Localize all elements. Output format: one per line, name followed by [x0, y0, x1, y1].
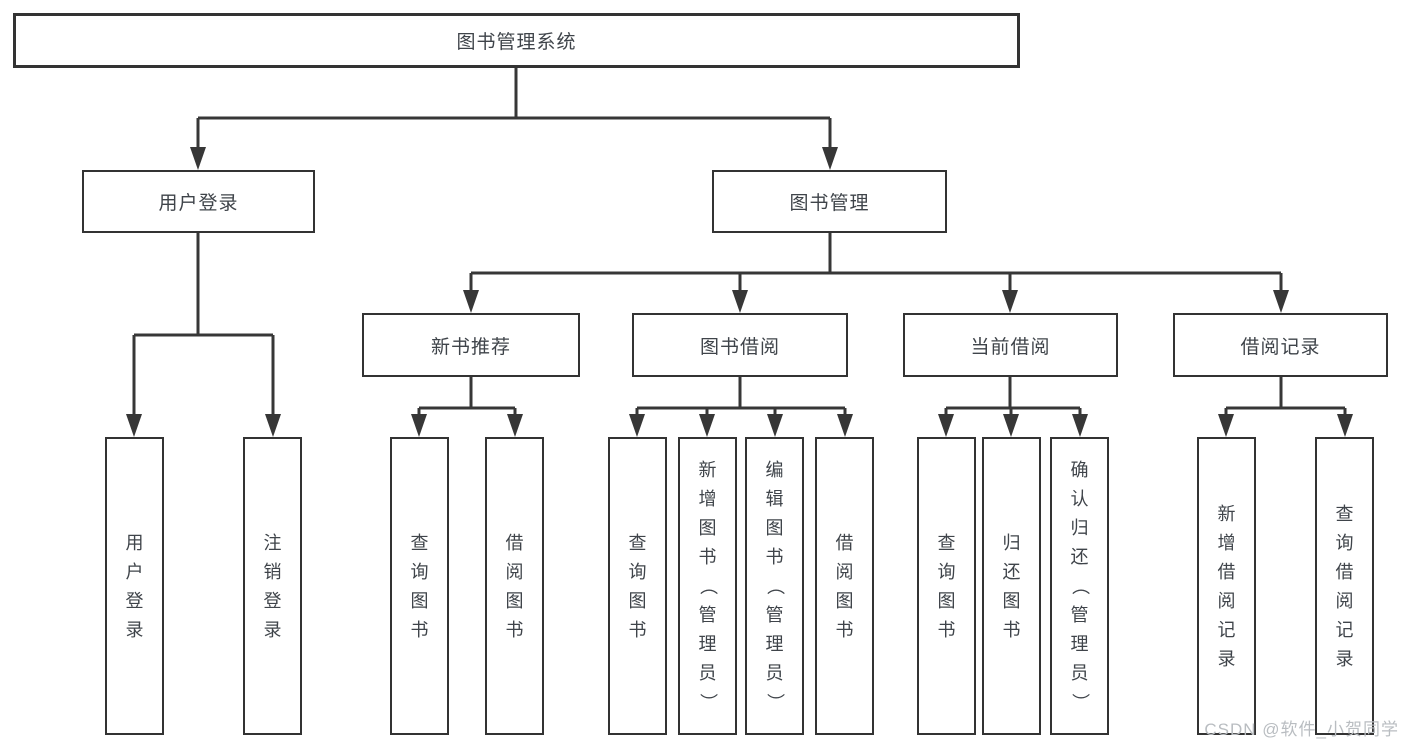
leaf-borrow-query-books: 查询图书 — [608, 437, 667, 735]
leaf-records-add-record: 新增借阅记录 — [1197, 437, 1256, 735]
leaf-borrow-borrow-books: 借阅图书 — [815, 437, 874, 735]
node-book-borrow-label: 图书借阅 — [699, 336, 780, 358]
leaf-logout-label: 注销登录 — [263, 532, 282, 640]
leaf-user-login: 用户登录 — [105, 437, 164, 735]
csdn-watermark: CSDN @软件_小贺同学 — [1204, 720, 1399, 739]
leaf-borrow-borrow-books-label: 借阅图书 — [835, 532, 854, 640]
leaf-current-return-books-label: 归还图书 — [1002, 532, 1021, 640]
leaf-current-confirm-return-admin: 确认归还（管理员） — [1050, 437, 1109, 735]
node-root-system: 图书管理系统 — [13, 13, 1020, 68]
leaf-borrow-add-books-admin: 新增图书（管理员） — [678, 437, 737, 735]
leaf-borrow-edit-books-admin-label: 编辑图书（管理员） — [764, 460, 785, 711]
node-user-login: 用户登录 — [82, 170, 315, 233]
leaf-records-query-record: 查询借阅记录 — [1315, 437, 1374, 735]
leaf-user-login-label: 用户登录 — [125, 532, 144, 640]
leaf-borrow-edit-books-admin: 编辑图书（管理员） — [745, 437, 804, 735]
node-borrow-records: 借阅记录 — [1173, 313, 1388, 377]
leaf-borrow-query-books-label: 查询图书 — [628, 532, 647, 640]
leaf-current-return-books: 归还图书 — [982, 437, 1041, 735]
node-user-login-label: 用户登录 — [158, 193, 239, 214]
connector-book-borrow-to-leaves — [629, 377, 853, 437]
connector-current-borrow-to-leaves — [938, 377, 1088, 437]
leaf-recommend-query-books: 查询图书 — [390, 437, 449, 735]
node-borrow-records-label: 借阅记录 — [1240, 336, 1321, 358]
connector-new-book-recommend-to-leaves — [411, 377, 523, 437]
leaf-current-query-books: 查询图书 — [917, 437, 976, 735]
node-book-management-label: 图书管理 — [789, 193, 870, 214]
node-new-book-recommend-label: 新书推荐 — [430, 336, 511, 358]
leaf-recommend-query-books-label: 查询图书 — [410, 532, 429, 640]
leaf-records-query-record-label: 查询借阅记录 — [1335, 503, 1354, 669]
connector-book-management-to-level3 — [463, 233, 1289, 313]
connector-user-login-to-leaves — [126, 233, 281, 437]
node-book-management: 图书管理 — [712, 170, 947, 233]
node-current-borrow-label: 当前借阅 — [970, 336, 1051, 358]
leaf-current-confirm-return-admin-label: 确认归还（管理员） — [1069, 460, 1090, 711]
leaf-borrow-add-books-admin-label: 新增图书（管理员） — [697, 460, 718, 711]
connector-root-to-level2 — [190, 68, 838, 170]
leaf-logout: 注销登录 — [243, 437, 302, 735]
node-root-label: 图书管理系统 — [456, 32, 577, 53]
leaf-records-add-record-label: 新增借阅记录 — [1217, 503, 1236, 669]
node-book-borrow: 图书借阅 — [632, 313, 848, 377]
leaf-recommend-borrow-books-label: 借阅图书 — [505, 532, 524, 640]
leaf-current-query-books-label: 查询图书 — [937, 532, 956, 640]
leaf-recommend-borrow-books: 借阅图书 — [485, 437, 544, 735]
node-current-borrow: 当前借阅 — [903, 313, 1118, 377]
connector-borrow-records-to-leaves — [1218, 377, 1353, 437]
node-new-book-recommend: 新书推荐 — [362, 313, 580, 377]
